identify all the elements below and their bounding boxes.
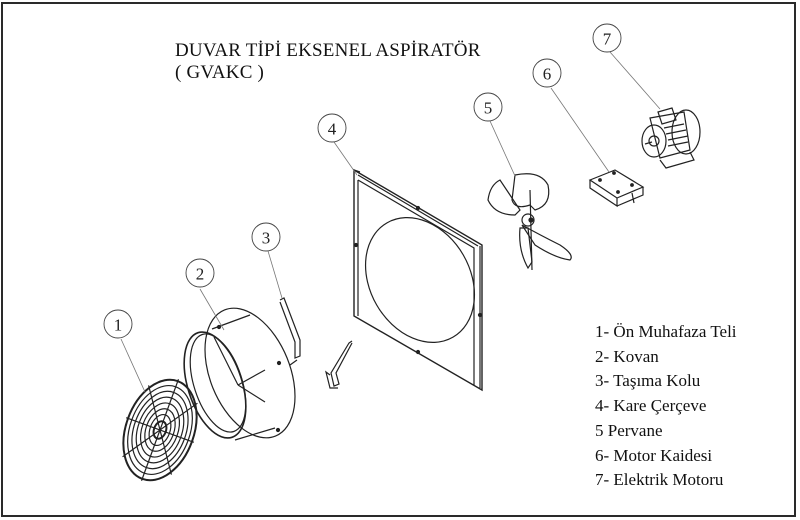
callout-number: 7 (603, 30, 612, 49)
callout-number: 6 (543, 65, 552, 84)
leader-lines (120, 51, 661, 393)
callout-number: 2 (196, 265, 205, 284)
legend-item: 4- Kare Çerçeve (595, 396, 707, 416)
legend-item: 1- Ön Muhafaza Teli (595, 322, 737, 341)
drawing-title: DUVAR TİPİ EKSENEL ASPİRATÖR ( GVAKC ) (175, 40, 481, 84)
callout-number: 1 (114, 316, 123, 335)
motor-base-part (588, 169, 645, 208)
callout-6: 6 (532, 58, 562, 88)
callout-4: 4 (317, 113, 347, 143)
legend-item: 6- Motor Kaidesi (595, 445, 713, 465)
title-line-1: DUVAR TİPİ EKSENEL ASPİRATÖR (175, 40, 481, 61)
front-guard-part (122, 378, 198, 482)
callout-number: 4 (328, 120, 337, 139)
callout-1: 1 (103, 309, 133, 339)
carrying-arm-part (279, 297, 353, 389)
square-frame-part (353, 168, 483, 392)
parts-legend: 1- Ön Muhafaza Teli 2- Kovan 3- Taşıma K… (595, 320, 737, 493)
housing-part (183, 307, 296, 441)
callout-number: 5 (484, 99, 493, 118)
title-line-2: ( GVAKC ) (175, 62, 265, 83)
callout-3: 3 (251, 222, 281, 252)
legend-item: 3- Taşıma Kolu (595, 371, 701, 391)
propeller-part (487, 173, 572, 271)
legend-item: 5 Pervane (595, 420, 663, 440)
callout-5: 5 (473, 92, 503, 122)
callout-number: 3 (262, 229, 271, 248)
callout-2: 2 (185, 258, 215, 288)
callout-7: 7 (592, 23, 622, 53)
legend-item: 7- Elektrik Motoru (595, 470, 724, 490)
legend-item: 2- Kovan (595, 346, 659, 366)
electric-motor-part (641, 107, 701, 169)
